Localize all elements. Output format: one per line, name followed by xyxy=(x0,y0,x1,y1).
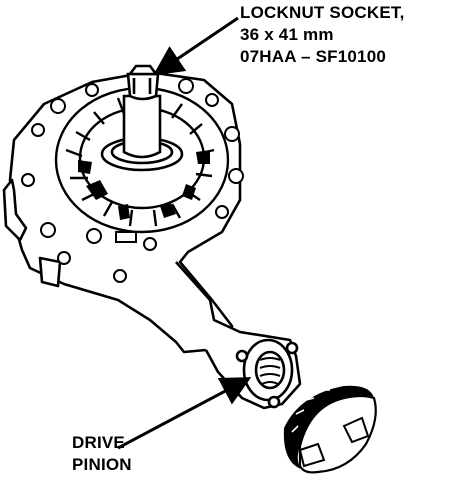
drive-pinion-line-2: PINION xyxy=(72,455,132,474)
pinion-leader-arrow xyxy=(117,377,252,450)
oil-seal-ring xyxy=(283,385,377,474)
drive-pinion-line-1: DRIVE xyxy=(72,433,125,452)
locknut-socket-line-1: LOCKNUT SOCKET, xyxy=(240,3,405,22)
locknut-socket-tool xyxy=(122,64,162,159)
drive-pinion-label: DRIVE PINION xyxy=(72,432,132,476)
locknut-socket-line-3: 07HAA – SF10100 xyxy=(240,47,387,66)
socket-leader-arrow xyxy=(153,16,239,76)
cover-rib-shading xyxy=(78,150,210,220)
drive-pinion-threads xyxy=(259,357,281,385)
housing-tag xyxy=(115,231,137,243)
locknut-socket-label: LOCKNUT SOCKET, 36 x 41 mm 07HAA – SF101… xyxy=(240,2,405,68)
pinion-housing-nose xyxy=(175,261,302,410)
locknut-socket-line-2: 36 x 41 mm xyxy=(240,25,334,44)
leader-arrows xyxy=(117,16,252,450)
cover-bolts xyxy=(21,78,244,283)
